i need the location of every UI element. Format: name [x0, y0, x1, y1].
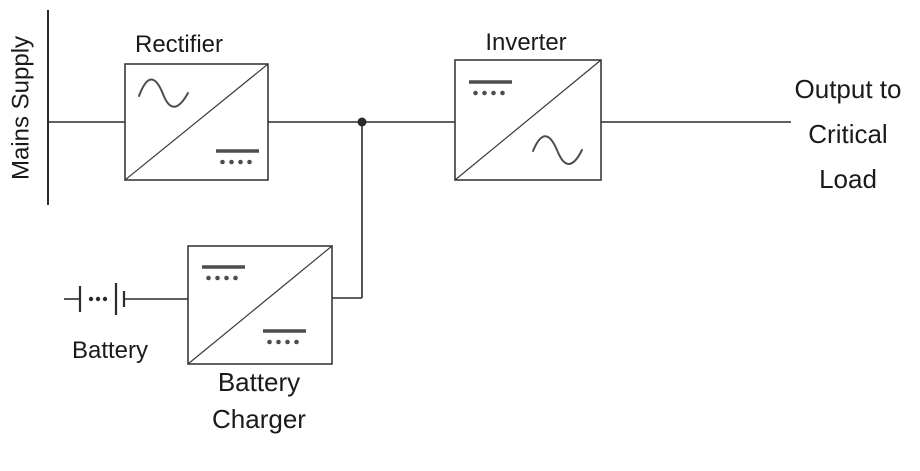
inverter-diagonal: [454, 59, 602, 181]
output-label-line2: Critical: [808, 119, 887, 149]
dc-symbol-icon: [216, 149, 259, 165]
battery-label: Battery: [72, 337, 148, 364]
rectifier-label: Rectifier: [135, 31, 223, 58]
battery-charger-label-line1: Battery: [218, 367, 300, 397]
battery-cells-icon: [64, 283, 126, 315]
dc-symbol-icon: [263, 329, 306, 345]
battery-charger-diagonal: [187, 245, 333, 365]
inverter-label: Inverter: [485, 29, 566, 56]
mains-supply-label: Mains Supply: [7, 36, 34, 180]
ac-sine-wave-icon: [138, 78, 189, 108]
ac-sine-wave-icon: [532, 135, 583, 165]
rectifier-diagonal: [124, 63, 269, 181]
dc-symbol-icon: [469, 80, 512, 96]
output-label-line1: Output to: [795, 74, 902, 104]
dc-symbol-icon: [202, 265, 245, 281]
battery-charger-label: Battery Charger: [212, 367, 306, 434]
output-label: Output to Critical Load: [795, 74, 902, 194]
battery-charger-label-line2: Charger: [212, 404, 306, 434]
output-label-line3: Load: [819, 164, 877, 194]
